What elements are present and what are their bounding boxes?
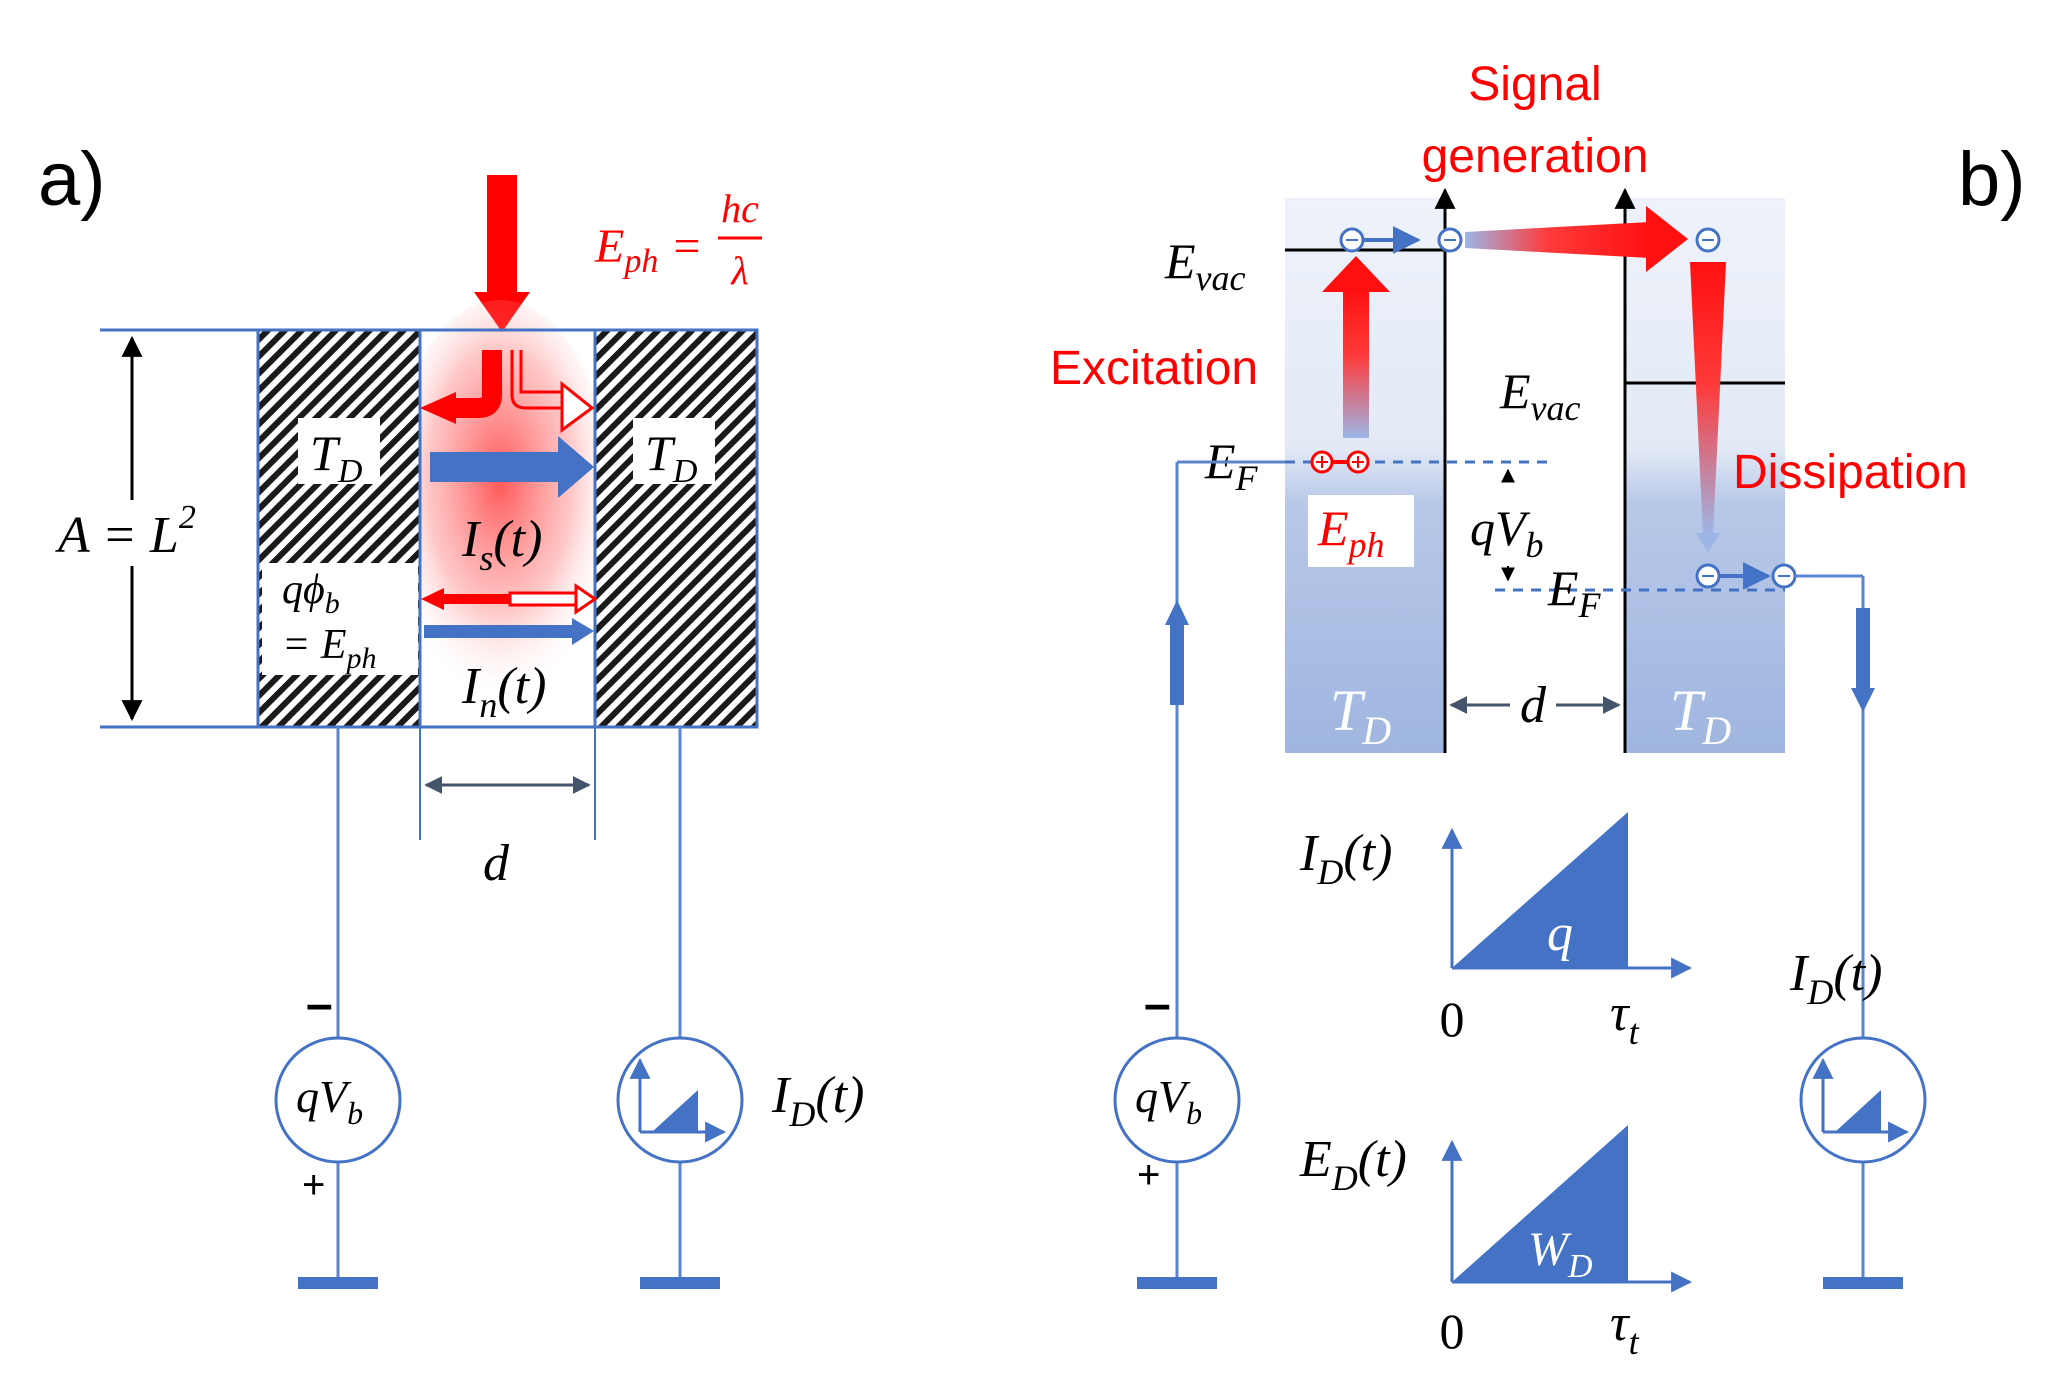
left-band-temp: TD <box>1330 678 1391 753</box>
signal-current-label: Is(t) <box>461 511 542 578</box>
band-current-indicator-right <box>1856 608 1870 693</box>
right-electrode <box>593 328 759 729</box>
ground-b-right <box>1823 1277 1903 1289</box>
current-source-circle <box>616 1036 744 1164</box>
detector-current-label: ID(t) <box>771 1067 864 1134</box>
right-band-temp: TD <box>1670 678 1731 753</box>
bias-minus: – <box>306 978 333 1031</box>
bias-b-plus: + <box>1137 1153 1160 1197</box>
photon-energy-label: Eph = hc λ <box>594 186 762 293</box>
bias-source-circle <box>274 1036 402 1164</box>
excited-electrons <box>1310 450 1370 474</box>
vacuum-electrons <box>1339 226 1463 254</box>
current-plot-ylabel: ID(t) <box>1299 825 1392 892</box>
ramp-icon <box>629 1057 727 1143</box>
bias-source-label: qVb <box>296 1071 363 1131</box>
signal-current-arrow <box>430 436 594 498</box>
bias-source-b-circle <box>1113 1036 1241 1164</box>
area-label: A = L2 <box>55 499 196 564</box>
dissipation-arrow <box>1690 262 1726 553</box>
collected-electrons <box>1695 562 1797 590</box>
signal-generation-line2: generation <box>1422 130 1649 183</box>
left-electrode-temp: TD <box>310 425 363 490</box>
reflected-photon-arrows <box>420 350 595 433</box>
svg-text:= Eph: = Eph <box>282 622 377 675</box>
photon-energy-band-label: Eph <box>1317 500 1385 565</box>
dissipation-label: Dissipation <box>1733 446 1968 499</box>
panel-a-label: a) <box>38 137 106 222</box>
current-plot-area <box>1452 812 1628 968</box>
noise-current-arrows <box>421 583 598 645</box>
gap-label: d <box>483 835 510 892</box>
panel-b: b) TD TD Evac Evac EF EF qVb Eph <box>1050 58 2026 1362</box>
svg-text:qϕb: qϕb <box>282 567 340 620</box>
barrier-label: qϕb = Eph <box>282 567 377 675</box>
panel-a: a) Eph = hc λ TD TD qϕb = Eph <box>38 137 864 1289</box>
band-gap-label: d <box>1520 677 1547 734</box>
right-evac-label: Evac <box>1499 363 1581 428</box>
current-plot-x0: 0 <box>1440 991 1465 1047</box>
energy-plot-x0: 0 <box>1440 1303 1465 1359</box>
bias-source-b-label: qVb <box>1135 1071 1202 1131</box>
excitation-label: Excitation <box>1050 342 1258 395</box>
svg-text:λ: λ <box>730 248 748 293</box>
excitation-arrow <box>1322 256 1390 438</box>
current-source-b-circle <box>1799 1036 1927 1164</box>
bias-gap-label: qVb <box>1470 500 1544 565</box>
ground-right <box>640 1277 720 1289</box>
bias-plus: + <box>302 1163 325 1207</box>
signal-transfer-arrow <box>1465 206 1721 272</box>
left-evac-label: Evac <box>1164 233 1246 298</box>
svg-text:hc: hc <box>721 186 759 231</box>
ramp-icon-b <box>1812 1057 1910 1143</box>
current-plot-xend: τt <box>1610 985 1640 1052</box>
svg-text:Eph =: Eph = <box>594 220 703 280</box>
ground-left <box>298 1277 378 1289</box>
signal-generation-line1: Signal <box>1468 58 1601 111</box>
bias-b-minus: – <box>1144 978 1171 1031</box>
energy-plot-area-label: WD <box>1528 1223 1593 1285</box>
band-current-indicator-left <box>1170 620 1184 705</box>
current-plot: q ID(t) 0 τt <box>1299 812 1693 1052</box>
noise-current-label: In(t) <box>461 658 546 725</box>
left-ef-label: EF <box>1204 433 1259 498</box>
panel-b-label: b) <box>1958 137 2026 222</box>
energy-plot-xend: τt <box>1610 1295 1640 1362</box>
ground-b-left <box>1137 1277 1217 1289</box>
energy-plot: WD ED(t) 0 τt <box>1299 1125 1693 1362</box>
detector-current-b-label: ID(t) <box>1789 945 1882 1012</box>
right-electrode-temp: TD <box>645 425 698 490</box>
energy-plot-ylabel: ED(t) <box>1299 1131 1407 1198</box>
current-plot-area-label: q <box>1547 905 1573 962</box>
energy-plot-area <box>1452 1125 1628 1282</box>
right-ef-label: EF <box>1547 560 1602 625</box>
